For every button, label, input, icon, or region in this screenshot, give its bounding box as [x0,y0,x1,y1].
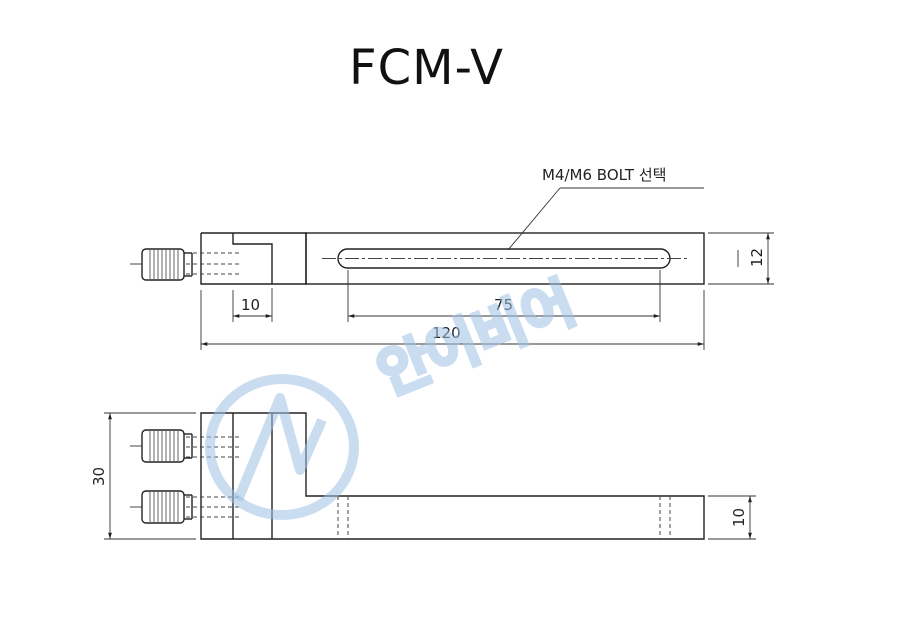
side-body [200,412,705,540]
bolt-annotation: M4/M6 BOLT 선택 [542,166,666,184]
side-knob-upper [130,429,193,463]
dim-slot-offset: 10 [241,296,260,314]
watermark-text: 안어비어 [369,271,584,408]
top-left-body [200,232,307,285]
top-main-bar [305,232,705,285]
dim-overall-length: 120 [432,324,461,342]
dim-side-height: 30 [90,467,108,486]
side-knob-lower [130,490,193,524]
watermark-logo: 안어비어 [205,269,586,520]
dim-bar-height: 10 [730,508,748,527]
dim-slot-length: 75 [494,296,513,314]
page-title: FCM-V [349,40,504,96]
top-knob [130,248,193,281]
leader-line [507,187,561,251]
side-view: 30 10 [90,412,756,540]
dim-top-height: 12 [748,248,766,267]
top-view: M4/M6 BOLT 선택 10 75 120 12 [130,166,774,350]
